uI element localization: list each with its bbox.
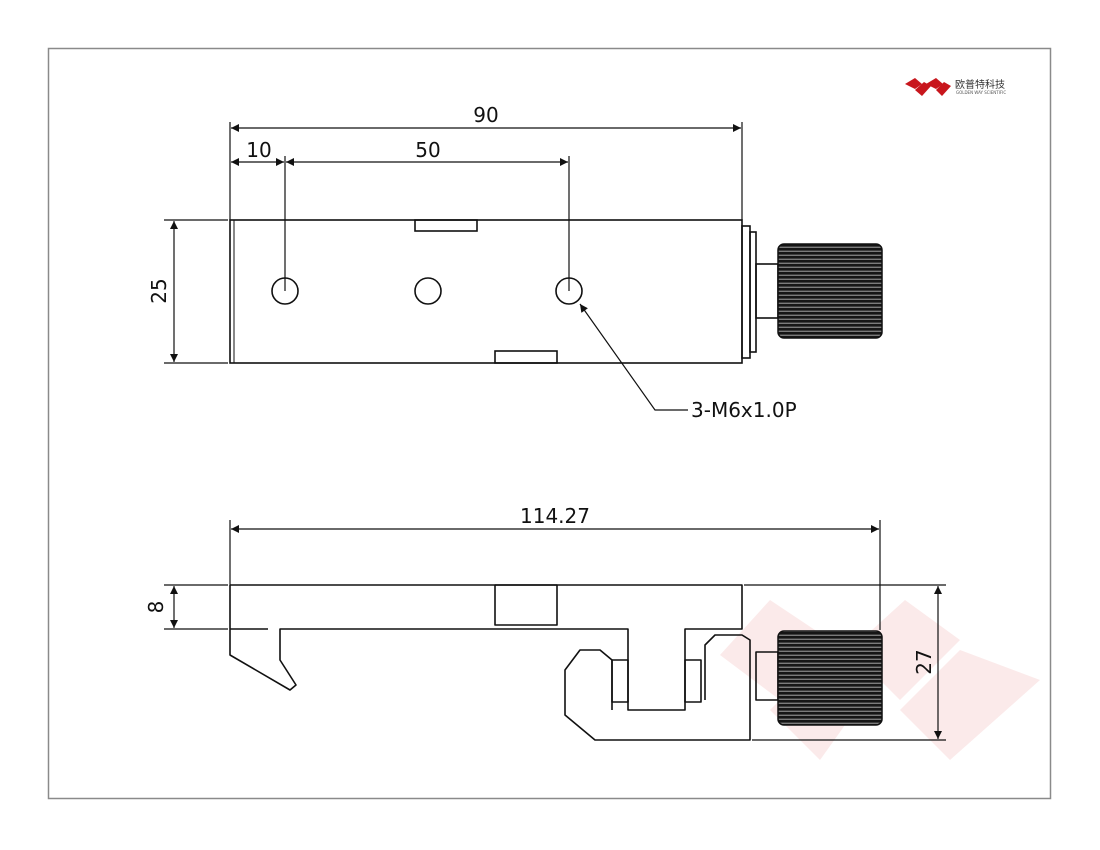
top-view (229, 219, 779, 364)
top-view-pad-lower (494, 350, 558, 364)
brand-name-cn: 欧普特科技 (955, 78, 1005, 91)
side-view-screw-left (611, 659, 629, 703)
brand-name-en: GOLDEN WAY SCIENTIFIC (956, 90, 1006, 95)
dim-10-label: 10 (246, 138, 271, 162)
center-hole (414, 277, 442, 305)
dim-25-label: 25 (147, 278, 171, 303)
dim-8-label: 8 (144, 601, 168, 614)
dim-27-label: 27 (912, 649, 936, 674)
side-view-jaw (564, 634, 751, 741)
side-view-dimensions (164, 520, 946, 741)
thread-leader (579, 303, 688, 411)
side-view-screw-right (684, 659, 702, 703)
top-view-dimensions (164, 122, 743, 411)
brand-logo: 欧普特科技 GOLDEN WAY SCIENTIFIC (905, 78, 1006, 96)
top-view-pad-upper (414, 219, 478, 232)
side-view-block (494, 584, 558, 626)
knurled-knob-icon (777, 243, 883, 339)
golden-way-logo-icon (905, 78, 951, 96)
thread-callout: 3-M6x1.0P (691, 398, 797, 422)
side-view-plate (229, 584, 743, 711)
dim-90-label: 90 (473, 103, 498, 127)
dim-114-27-label: 114.27 (520, 504, 590, 528)
dim-50-label: 50 (415, 138, 440, 162)
knurled-knob-icon (777, 630, 883, 726)
